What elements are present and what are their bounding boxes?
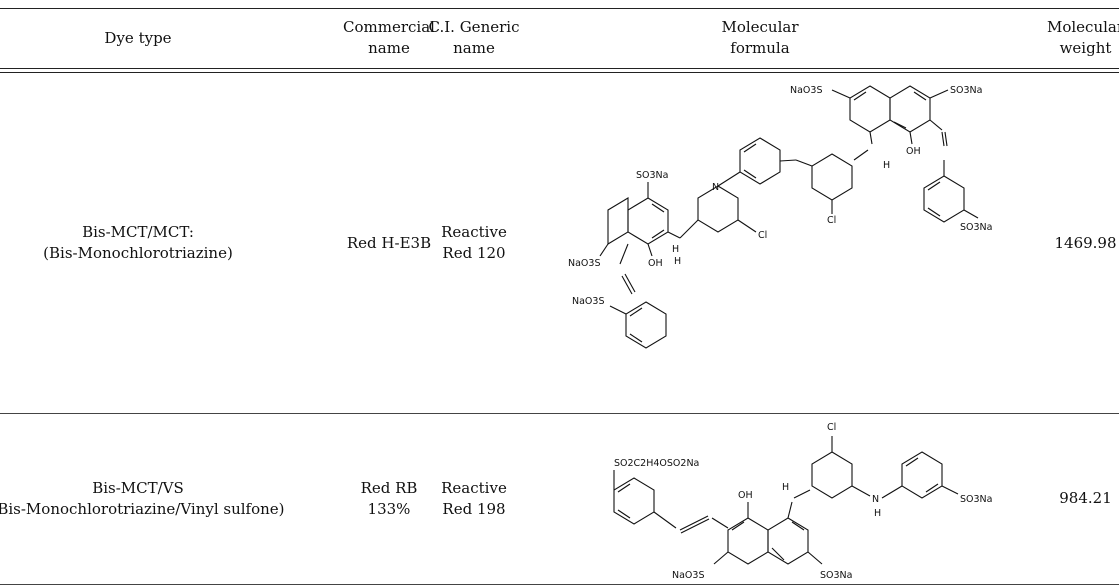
row1-ci-generic-name-line1: Reactive — [441, 223, 507, 241]
row2-ci-generic-name-line1: Reactive — [441, 478, 507, 497]
row1-ci-generic-name-line2: Red 120 — [442, 244, 506, 262]
row1-label-so3na-left: SO3Na — [636, 170, 668, 181]
row2-molecular-weight-value: 984.21 — [1059, 489, 1112, 507]
row1-label-cl-top: Cl — [827, 215, 836, 226]
header-molecular-formula-line1: Molecular — [721, 18, 799, 36]
row2-structure-diagram: SO2C2H4OSO2Na OH NaO3S SO3Na H Cl N H — [613, 422, 992, 581]
header-double-rule-lower — [0, 72, 1119, 73]
row2-label-so3na-bottom: SO3Na — [820, 570, 852, 581]
row1-label-nao3s-left: NaO3S — [568, 258, 600, 269]
row2-label-nao3s-bottom: NaO3S — [672, 570, 704, 581]
row1-label-nao3s-top: NaO3S — [790, 85, 822, 96]
row1-ci-generic-name: Reactive Red 120 — [428, 74, 520, 412]
row2-label-cl: Cl — [827, 422, 836, 433]
row2-label-h2: H — [874, 508, 881, 519]
row1-label-h-bottom: H — [674, 256, 681, 267]
row2-molecular-weight: 984.21 — [1052, 414, 1119, 583]
table-top-rule — [0, 8, 1119, 9]
row1-label-n-left: N — [712, 182, 719, 193]
row2-label-oh: OH — [738, 490, 753, 501]
row2-label-so3na-right: SO3Na — [960, 494, 992, 505]
row1-label-so3na-right: SO3Na — [960, 222, 992, 233]
row1-label-nao3s-bottom: NaO3S — [572, 296, 604, 307]
row2-label-h1: H — [782, 482, 789, 493]
header-commercial-name: Commercial name — [343, 9, 435, 67]
header-commercial-name-line1: Commercial — [343, 18, 435, 36]
row1-commercial-name-line1: Red H-E3B — [346, 233, 432, 252]
row2-ci-generic-name-line2: Red 198 — [442, 499, 506, 518]
header-commercial-name-line2: name — [368, 39, 410, 57]
row1-molecular-weight: 1469.98 — [1052, 74, 1119, 412]
row1-label-oh-left: OH — [648, 258, 663, 269]
row2-dye-type-line1: Bis-MCT/VS — [92, 478, 184, 497]
header-molecular-formula-line2: formula — [730, 39, 790, 57]
row2-ci-generic-name: Reactive Red 198 — [428, 414, 520, 583]
row1-molecular-weight-value: 1469.98 — [1054, 233, 1117, 252]
row1-label-oh-top: OH — [906, 146, 921, 157]
header-molecular-formula: Molecular formula — [530, 9, 990, 67]
row2-commercial-name-line1: Red RB — [360, 478, 418, 497]
row2-commercial-name: Red RB 133% — [350, 414, 428, 583]
row1-label-so3na-top: SO3Na — [950, 85, 982, 96]
row1-dye-type-line1: Bis-MCT/MCT: — [82, 223, 194, 241]
header-dye-type-text: Dye type — [104, 28, 172, 47]
row1-label-cl-left: Cl — [758, 230, 767, 241]
row2-commercial-name-line2: 133% — [367, 499, 411, 518]
row-separator-rule — [0, 413, 1119, 414]
row2-label-n: N — [872, 494, 879, 505]
row1-commercial-name: Red H-E3B — [346, 74, 432, 412]
row1-label-h-top: H — [883, 160, 890, 171]
header-molecular-weight: Molecular weight — [1047, 9, 1119, 67]
row2-dye-type: Bis-MCT/VS (Bis-Monochlorotriazine/Vinyl… — [0, 414, 285, 583]
row1-label-h-left: H — [672, 244, 679, 255]
row1-dye-type: Bis-MCT/MCT: (Bis-Monochlorotriazine) — [0, 74, 276, 412]
header-ci-generic-name: C.I. Generic name — [428, 9, 520, 67]
row1-dye-type-line2: (Bis-Monochlorotriazine) — [43, 244, 233, 262]
row2-label-vs-group: SO2C2H4OSO2Na — [614, 458, 699, 469]
table-bottom-rule — [0, 584, 1119, 585]
header-ci-generic-name-line1: C.I. Generic — [428, 18, 520, 36]
row2-dye-type-line2: (Bis-Monochlorotriazine/Vinyl sulfone) — [0, 499, 285, 518]
row1-structure-diagram: NaO3S SO3Na OH Cl H SO3Na Cl N H — [568, 85, 992, 349]
header-molecular-weight-line2: weight — [1059, 39, 1112, 57]
header-molecular-weight-line1: Molecular — [1046, 18, 1119, 36]
header-dye-type: Dye type — [0, 9, 276, 67]
header-double-rule-upper — [0, 68, 1119, 69]
header-ci-generic-name-line2: name — [453, 39, 495, 57]
